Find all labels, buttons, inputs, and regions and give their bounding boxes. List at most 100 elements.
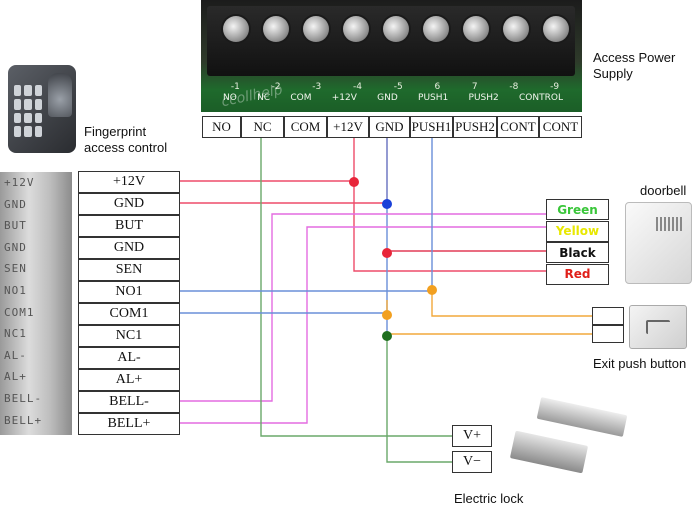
junction-gnd: [382, 199, 392, 209]
strip-label: GND: [4, 197, 27, 211]
pcb-label: GND: [377, 93, 398, 103]
doorbell-device: [625, 202, 692, 284]
strip-label: NC1: [4, 327, 27, 341]
strip-label: BUT: [4, 219, 27, 233]
ps-terminal-push1: PUSH1: [410, 116, 453, 138]
wire-yellow-to-bell: [180, 226, 546, 424]
strip-label: BELL+: [4, 413, 43, 427]
power-supply-label: Access Power Supply: [593, 50, 676, 81]
wire-red-to-bell: [353, 181, 546, 272]
terminal-screw-icon: [503, 16, 529, 42]
pcb-number: -8: [509, 82, 519, 92]
pcb-number: -5: [393, 82, 403, 92]
terminal-screw-icon: [463, 16, 489, 42]
doorbell-wire-black: Black: [546, 242, 609, 263]
strip-label: SEN: [4, 262, 27, 276]
pcb-number: -3: [312, 82, 322, 92]
fp-terminal-bell: BELL-: [78, 391, 180, 413]
fp-terminal-al: AL+: [78, 369, 180, 391]
lock-terminal-vplus: V+: [452, 425, 492, 447]
doorbell-label: doorbell: [640, 183, 687, 198]
pcb-number: -4: [353, 82, 362, 92]
fp-terminal-sen: SEN: [78, 259, 180, 281]
exit-button-device: [629, 305, 687, 349]
terminal-screw-icon: [223, 16, 249, 42]
wire-gnd-to-exit: [386, 300, 592, 335]
fp-terminal-gnd: GND: [78, 193, 180, 215]
wire-push1-to-exit: [431, 291, 592, 317]
fp-terminal-al: AL-: [78, 347, 180, 369]
pcb-number: -9: [550, 82, 560, 92]
pcb-label: PUSH2: [468, 93, 499, 103]
strip-label: AL+: [4, 370, 27, 384]
pcb-number: -1: [230, 82, 240, 92]
ps-terminal-com: COM: [284, 116, 327, 138]
electric-lock-device: [508, 397, 628, 478]
fingerprint-terminal-strip: [0, 172, 72, 435]
fp-terminal-12v: +12V: [78, 171, 180, 193]
pcb-label: CONTROL: [519, 93, 563, 103]
pcb-label: +12V: [331, 93, 357, 103]
terminal-screw-icon: [343, 16, 369, 42]
terminal-screw-icon: [383, 16, 409, 42]
terminal-screw-icon: [263, 16, 289, 42]
key-icon: [646, 320, 670, 334]
power-supply-board: -1 -2 -3 -4 -5 6 7 -8 -9 NO NC COM +12V …: [201, 0, 582, 112]
speaker-grille-icon: [656, 217, 682, 231]
exit-button-terminal-bottom: [592, 325, 624, 343]
pcb-label: NO: [223, 93, 237, 103]
doorbell-wire-green: Green: [546, 199, 609, 220]
wire-gnd-to-lock: [386, 336, 452, 463]
junction-push1: [427, 285, 437, 295]
pcb-number: 7: [471, 82, 478, 92]
fp-terminal-bell: BELL+: [78, 413, 180, 435]
strip-label: AL-: [4, 348, 27, 362]
keypad-icon: [14, 85, 42, 137]
pcb-number-row: -1 -2 -3 -4 -5 6 7 -8 -9: [215, 82, 575, 94]
junction-lock-gnd: [382, 331, 392, 341]
fp-terminal-but: BUT: [78, 215, 180, 237]
strip-label: +12V: [4, 176, 35, 189]
pcb-label: COM: [290, 93, 312, 103]
ps-terminal-gnd: GND: [369, 116, 410, 138]
electric-lock-label: Electric lock: [454, 491, 524, 506]
wire-12v-red: [180, 138, 355, 182]
junction-12v: [349, 177, 359, 187]
strip-label: BELL-: [4, 392, 43, 405]
exit-button-terminal-top: [592, 307, 624, 325]
strip-label: NO1: [4, 284, 27, 297]
ps-terminal-cont: CONT: [497, 116, 539, 138]
wire-green-to-bell: [180, 213, 546, 402]
lock-terminal-vminus: V−: [452, 451, 492, 473]
wire-gnd-red: [180, 138, 388, 204]
fp-terminal-nc1: NC1: [78, 325, 180, 347]
ps-terminal-nc: NC: [241, 116, 284, 138]
ps-terminal-cont-2: CONT: [539, 116, 582, 138]
doorbell-wire-yellow: Yellow: [546, 220, 609, 242]
fingerprint-reader: [4, 65, 80, 155]
terminal-screw-icon: [543, 16, 569, 42]
lock-bracket-icon: [509, 430, 589, 474]
ps-terminal-no: NO: [202, 116, 241, 138]
junction-com: [382, 310, 392, 320]
pcb-number: 6: [434, 82, 441, 92]
pcb-number: -2: [271, 82, 281, 92]
doorbell-wire-red: Red: [546, 263, 609, 285]
pcb-label: PUSH1: [418, 93, 449, 103]
wire-nc-green: [260, 138, 452, 437]
ps-terminal-12v: +12V: [327, 116, 369, 138]
ps-terminal-push2: PUSH2: [453, 116, 497, 138]
fp-terminal-no1: NO1: [78, 281, 180, 303]
exit-button-label: Exit push button: [593, 356, 687, 371]
pcb-label: NC: [257, 93, 271, 103]
fingerprint-label: Fingerprint access control: [84, 124, 168, 155]
terminal-screw-icon: [303, 16, 329, 42]
strip-label: GND: [4, 240, 27, 254]
pcb-label-row: NO NC COM +12V GND PUSH1 PUSH2 CONTROL: [223, 93, 563, 105]
fp-terminal-gnd-2: GND: [78, 237, 180, 259]
lock-magnet-icon: [536, 397, 628, 437]
fingerprint-sensor-icon: [48, 73, 72, 117]
junction-black: [382, 248, 392, 258]
fp-terminal-com1: COM1: [78, 303, 180, 325]
